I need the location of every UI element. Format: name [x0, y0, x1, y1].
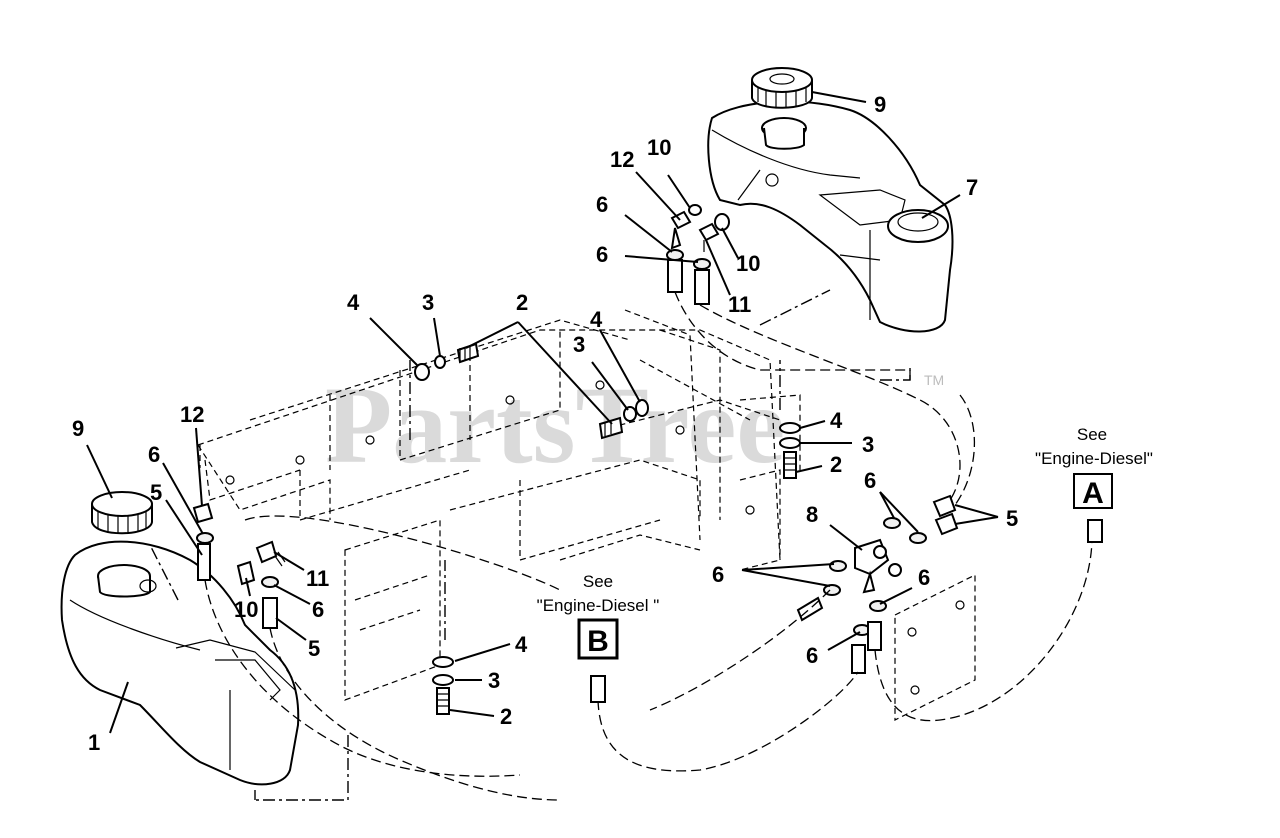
callout-10-left[interactable]: 10	[234, 597, 258, 622]
fittings-right-tank	[666, 204, 730, 305]
callout-4-top[interactable]: 4	[347, 290, 360, 315]
fuel-cap-left	[91, 491, 153, 535]
mounting-plate	[894, 574, 976, 721]
connector-b	[590, 675, 606, 703]
bolts-washers-right	[779, 422, 801, 479]
callout-5-left[interactable]: 5	[150, 480, 162, 505]
watermark-text: PartsTree	[325, 364, 785, 486]
callout-3-right[interactable]: 3	[862, 432, 874, 457]
callout-11-top[interactable]: 11	[728, 292, 751, 317]
callout-3-top[interactable]: 3	[422, 290, 434, 315]
callout-6-right-left[interactable]: 6	[712, 562, 724, 587]
callout-4-bottom[interactable]: 4	[515, 632, 528, 657]
fittings-left-tank	[192, 502, 286, 629]
fuel-tank-left	[60, 540, 300, 786]
callout-10-right[interactable]: 10	[736, 251, 760, 276]
callout-6-top-a[interactable]: 6	[596, 192, 608, 217]
reference-a-letter: A	[1082, 477, 1104, 510]
callout-6-right-mid[interactable]: 6	[918, 565, 930, 590]
bolts-washers-center	[432, 656, 454, 715]
fuel-cap-top	[751, 67, 813, 109]
reference-b-letter: B	[587, 625, 609, 658]
reference-b-see: See	[583, 572, 613, 591]
callout-11-left[interactable]: 11	[306, 566, 329, 591]
callout-6-top-b[interactable]: 6	[596, 242, 608, 267]
callout-6-left[interactable]: 6	[148, 442, 160, 467]
callout-4-right[interactable]: 4	[830, 408, 843, 433]
callout-12-top[interactable]: 12	[610, 147, 634, 172]
callout-8[interactable]: 8	[806, 502, 818, 527]
callout-6-right-bottom[interactable]: 6	[806, 643, 818, 668]
callout-7[interactable]: 7	[966, 175, 978, 200]
reference-b-box	[577, 618, 619, 660]
callout-6-left-bottom[interactable]: 6	[312, 597, 324, 622]
reference-a[interactable]: See "Engine-Diesel" A	[1035, 425, 1153, 510]
callouts: 9 7 10 12 6 6 10 11 2 4 3 4 3 4 3 2 5 6 …	[72, 92, 1018, 755]
callout-10-top[interactable]: 10	[647, 135, 671, 160]
callout-9-top[interactable]: 9	[874, 92, 886, 117]
callout-6-right-top[interactable]: 6	[864, 468, 876, 493]
reference-a-box	[1073, 473, 1113, 509]
watermark-trademark: TM	[924, 372, 944, 388]
reference-a-see: See	[1077, 425, 1107, 444]
fuel-tank-right	[707, 100, 954, 333]
reference-b[interactable]: See "Engine-Diesel " B	[537, 572, 660, 660]
reference-a-target: "Engine-Diesel"	[1035, 449, 1153, 468]
connector-a	[1087, 519, 1103, 543]
callout-5-right[interactable]: 5	[1006, 506, 1018, 531]
callout-1[interactable]: 1	[88, 730, 100, 755]
callout-3-bottom[interactable]: 3	[488, 668, 500, 693]
callout-5-left-bottom[interactable]: 5	[308, 636, 320, 661]
leader-lines	[86, 91, 999, 734]
fuel-hoses	[204, 291, 1093, 801]
callout-12-left[interactable]: 12	[180, 402, 204, 427]
callout-2-top[interactable]: 2	[516, 290, 528, 315]
callout-4-mid[interactable]: 4	[590, 307, 603, 332]
callout-2-bottom[interactable]: 2	[500, 704, 512, 729]
reference-b-target: "Engine-Diesel "	[537, 596, 660, 615]
callout-2-right[interactable]: 2	[830, 452, 842, 477]
callout-3-mid[interactable]: 3	[573, 332, 585, 357]
callout-9-left[interactable]: 9	[72, 416, 84, 441]
construction-lines	[149, 289, 911, 801]
